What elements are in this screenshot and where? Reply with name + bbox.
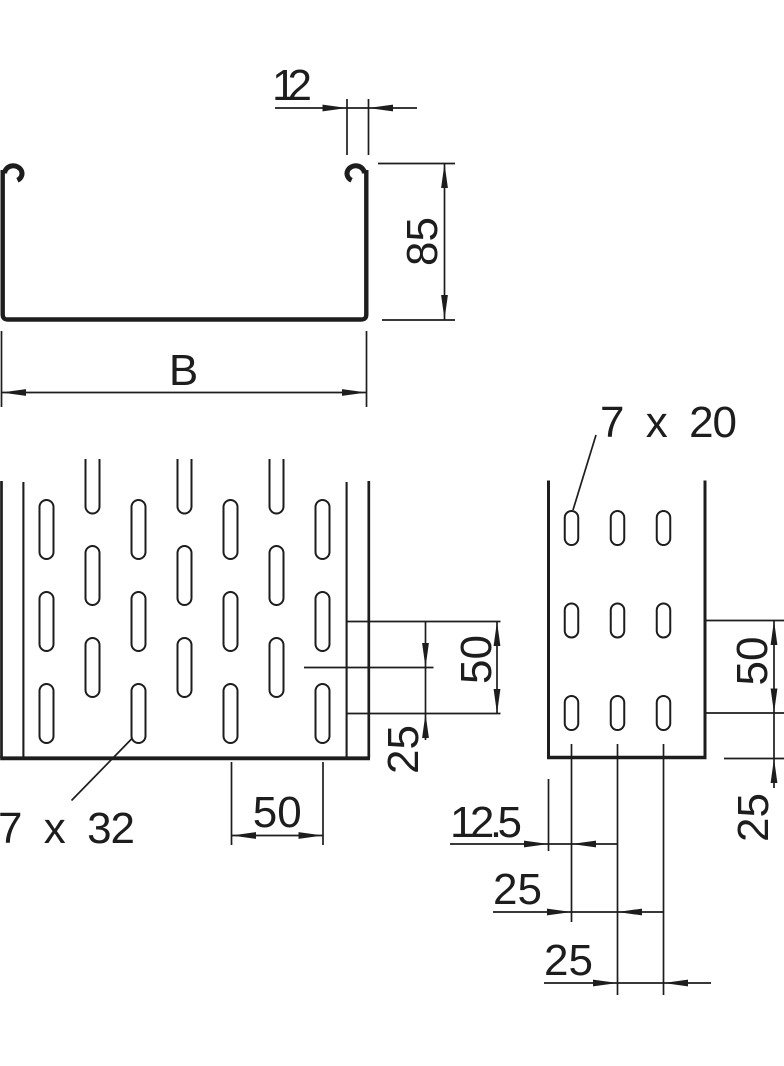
svg-text:25: 25 <box>544 936 593 985</box>
svg-text:25: 25 <box>379 725 428 774</box>
svg-text:25: 25 <box>493 865 542 914</box>
svg-text:85: 85 <box>398 217 447 266</box>
svg-text:12.5: 12.5 <box>450 798 522 847</box>
svg-text:12: 12 <box>272 61 312 110</box>
svg-text:B: B <box>169 346 198 395</box>
svg-text:25: 25 <box>729 793 778 842</box>
svg-text:50: 50 <box>253 788 302 837</box>
svg-text:50: 50 <box>728 637 777 686</box>
svg-text:50: 50 <box>452 635 501 684</box>
svg-text:7 x 32: 7 x 32 <box>0 804 135 853</box>
svg-text:7 x 20: 7 x 20 <box>600 398 737 447</box>
